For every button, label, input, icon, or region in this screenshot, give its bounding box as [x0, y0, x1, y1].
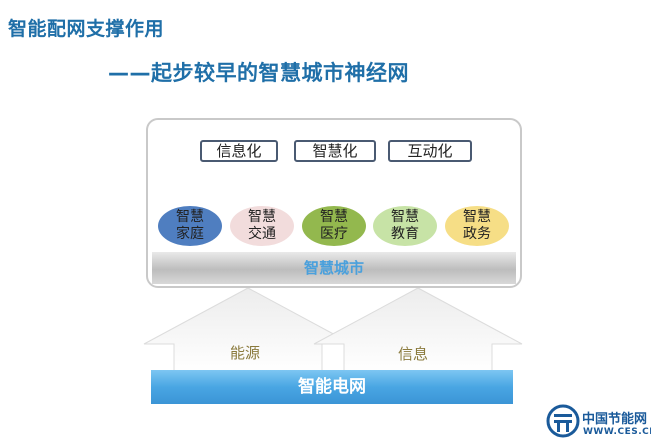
energy-label: 能源: [230, 344, 261, 362]
smart-city-base-bar: 智慧城市: [152, 252, 516, 284]
page-title: 智能配网支撑作用: [8, 18, 165, 40]
domain-label-line2: 教育: [391, 226, 419, 242]
domain-label-line1: 智慧: [176, 209, 204, 225]
domain-label-line2: 家庭: [176, 226, 204, 242]
domain-label-line1: 智慧: [463, 209, 491, 225]
information-label: 信息: [398, 345, 429, 363]
logo-name: 中国节能网: [582, 412, 648, 427]
ces-logo-icon: [546, 404, 580, 438]
domain-label-line1: 智慧: [391, 209, 419, 225]
tag-intelligence: 智慧化: [294, 140, 376, 162]
page-subtitle: ——起步较早的智慧城市神经网: [108, 61, 409, 85]
domain-smart-government: 智慧 政务: [445, 206, 509, 246]
domain-label-line2: 交通: [248, 226, 276, 242]
domain-smart-education: 智慧 教育: [373, 206, 437, 246]
logo-url: WWW.CES.CN: [583, 427, 651, 437]
domain-label-line2: 医疗: [320, 226, 348, 242]
domain-smart-transport: 智慧 交通: [230, 206, 294, 246]
domain-label-line1: 智慧: [320, 209, 348, 225]
domain-label-line1: 智慧: [248, 209, 276, 225]
domain-smart-home: 智慧 家庭: [158, 206, 222, 246]
tag-interaction: 互动化: [388, 140, 472, 162]
domain-label-line2: 政务: [463, 226, 491, 242]
smart-city-panel: 信息化 智慧化 互动化 智慧 家庭 智慧 交通 智慧 医疗 智慧 教育 智慧 政…: [146, 118, 522, 288]
tag-informatization: 信息化: [200, 140, 278, 162]
smart-grid-bar: 智能电网: [151, 370, 513, 404]
domain-smart-medical: 智慧 医疗: [302, 206, 366, 246]
